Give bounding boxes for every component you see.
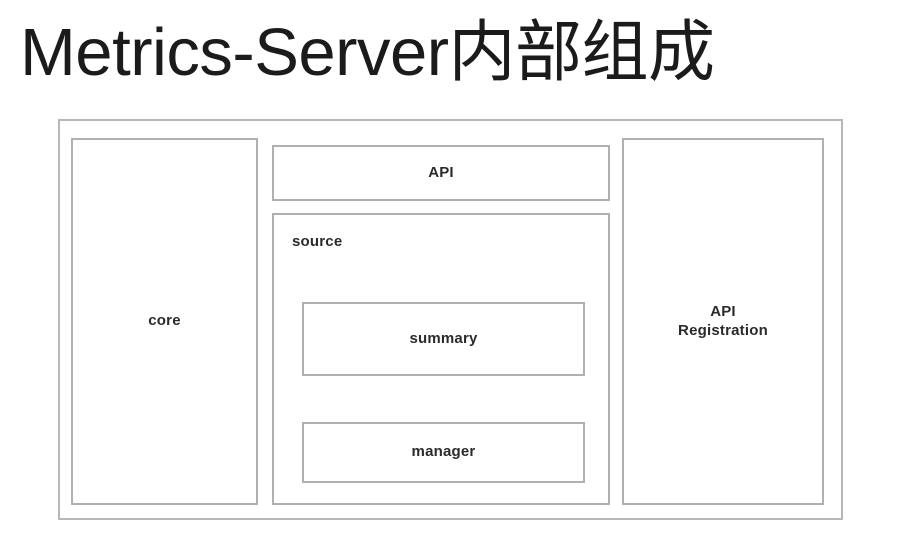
block-api-registration-label-line2: Registration bbox=[678, 321, 768, 339]
block-api-registration-label-line1: API bbox=[710, 302, 736, 320]
block-source[interactable]: source summary manager bbox=[272, 213, 610, 505]
diagram-container: core API source summary manager API Regi… bbox=[58, 119, 843, 520]
block-manager[interactable]: manager bbox=[302, 422, 585, 483]
block-api-registration-label: API Registration bbox=[678, 303, 768, 341]
block-core-label: core bbox=[148, 312, 181, 330]
page-title: Metrics-Server内部组成 bbox=[20, 15, 715, 90]
block-api-label: API bbox=[428, 163, 454, 181]
block-summary-label: summary bbox=[409, 329, 478, 347]
block-source-label: source bbox=[292, 233, 343, 250]
block-manager-label: manager bbox=[411, 443, 476, 461]
block-core[interactable]: core bbox=[71, 138, 258, 505]
block-api-registration[interactable]: API Registration bbox=[622, 138, 824, 505]
block-api[interactable]: API bbox=[272, 145, 610, 201]
block-summary[interactable]: summary bbox=[302, 302, 585, 376]
